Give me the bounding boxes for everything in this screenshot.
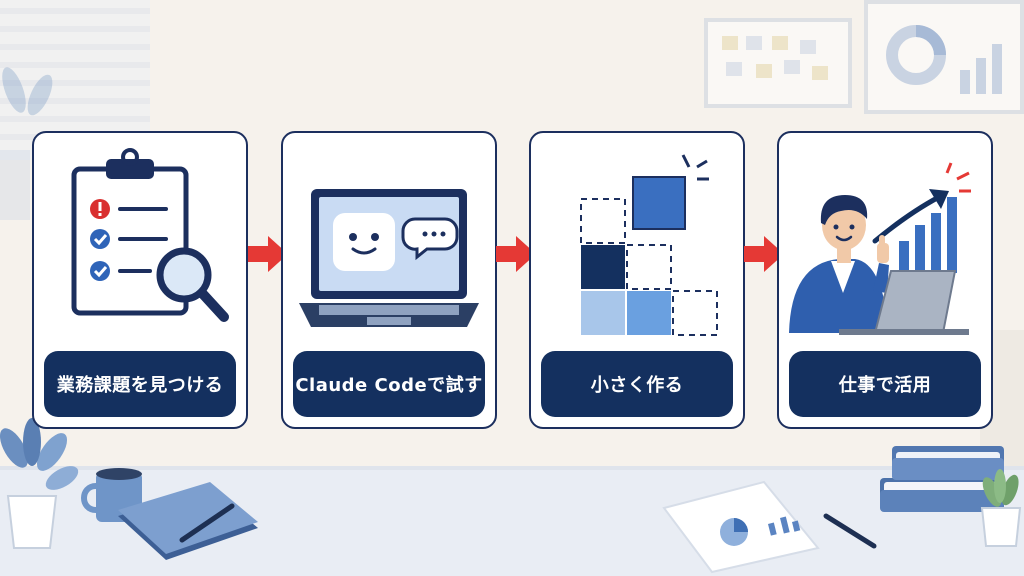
arrow-right-icon	[744, 236, 784, 272]
potted-plant-icon	[980, 469, 1022, 547]
step-label-2: Claude Codeで試す	[293, 351, 485, 417]
stacked-books-icon	[880, 446, 1004, 512]
building-blocks-icon	[580, 154, 718, 336]
step-label-4: 仕事で活用	[789, 351, 981, 417]
worker-growth-chart-icon	[789, 162, 971, 335]
report-papers-icon	[662, 480, 877, 574]
arrow-right-icon	[496, 236, 536, 272]
arrow-right-icon	[248, 236, 288, 272]
step-label-1: 業務課題を見つける	[44, 351, 236, 417]
notebook-pen-icon	[118, 482, 258, 560]
step-card-2: Claude Codeで試す	[281, 131, 497, 429]
potted-plant-icon	[0, 418, 79, 549]
wall-chart-frame	[864, 0, 1024, 114]
laptop-chat-icon	[299, 189, 479, 327]
step-card-1: 業務課題を見つける	[32, 131, 248, 429]
bulletin-board	[704, 18, 852, 108]
plant-background-icon	[0, 67, 53, 220]
step-card-3: 小さく作る	[529, 131, 745, 429]
step-label-3: 小さく作る	[541, 351, 733, 417]
clipboard-magnifier-icon	[71, 148, 229, 322]
step-card-4: 仕事で活用	[777, 131, 993, 429]
